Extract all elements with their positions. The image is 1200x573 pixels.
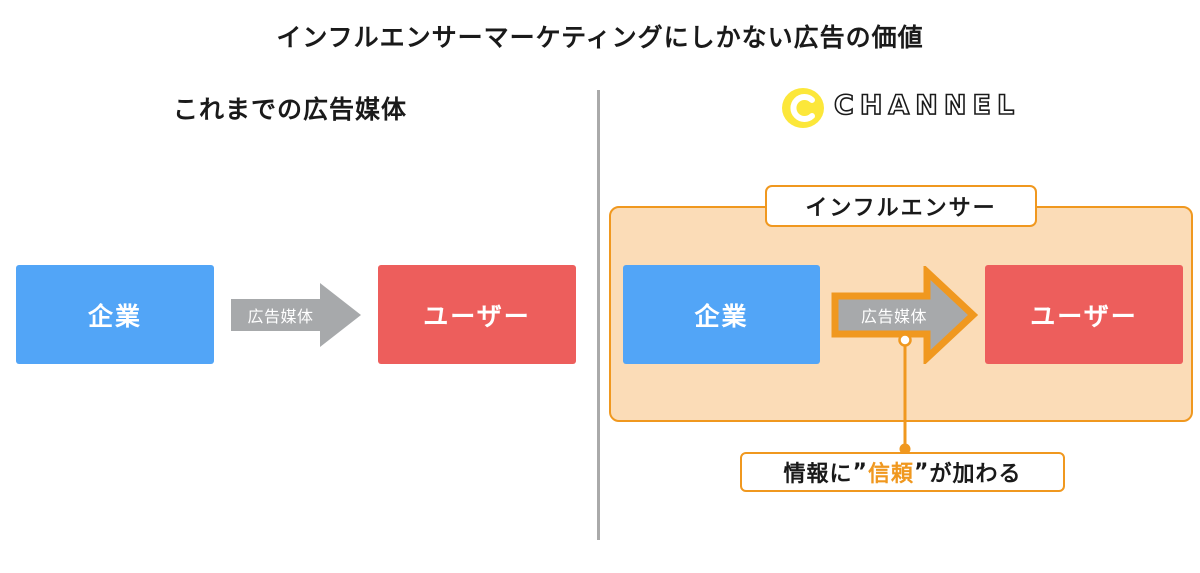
column-divider bbox=[597, 90, 600, 540]
right-arrow-label: 広告媒体 bbox=[860, 307, 927, 326]
c-channel-logo-mark-icon bbox=[782, 88, 824, 128]
right-company-box: 企業 bbox=[623, 265, 820, 364]
right-ad-media-arrow-icon bbox=[831, 266, 979, 364]
traditional-media-heading: これまでの広告媒体 bbox=[172, 95, 407, 124]
callout-close-quote: ” bbox=[914, 459, 930, 485]
callout-connector bbox=[898, 333, 912, 455]
influencer-tag: インフルエンサー bbox=[765, 185, 1037, 227]
page-title: インフルエンサーマーケティングにしかない広告の価値 bbox=[276, 23, 924, 52]
left-user-label: ユーザー bbox=[423, 301, 531, 331]
callout-suffix: が加わる bbox=[929, 462, 1022, 487]
influencer-label: インフルエンサー bbox=[805, 196, 997, 221]
right-user-box: ユーザー bbox=[985, 265, 1183, 364]
left-company-label: 企業 bbox=[87, 301, 142, 331]
trust-callout: 情報に”信頼”が加わる bbox=[740, 452, 1065, 492]
left-arrow-label: 広告媒体 bbox=[247, 307, 314, 326]
callout-highlight: 信頼 bbox=[867, 462, 914, 487]
callout-open-quote: ” bbox=[852, 459, 868, 485]
c-channel-logo-text: CHANNEL bbox=[833, 89, 1021, 122]
right-user-label: ユーザー bbox=[1030, 301, 1138, 331]
callout-prefix: 情報に bbox=[783, 462, 853, 487]
left-user-box: ユーザー bbox=[378, 265, 576, 364]
right-company-label: 企業 bbox=[694, 301, 749, 331]
left-company-box: 企業 bbox=[16, 265, 214, 364]
left-ad-media-arrow-icon bbox=[231, 283, 361, 347]
